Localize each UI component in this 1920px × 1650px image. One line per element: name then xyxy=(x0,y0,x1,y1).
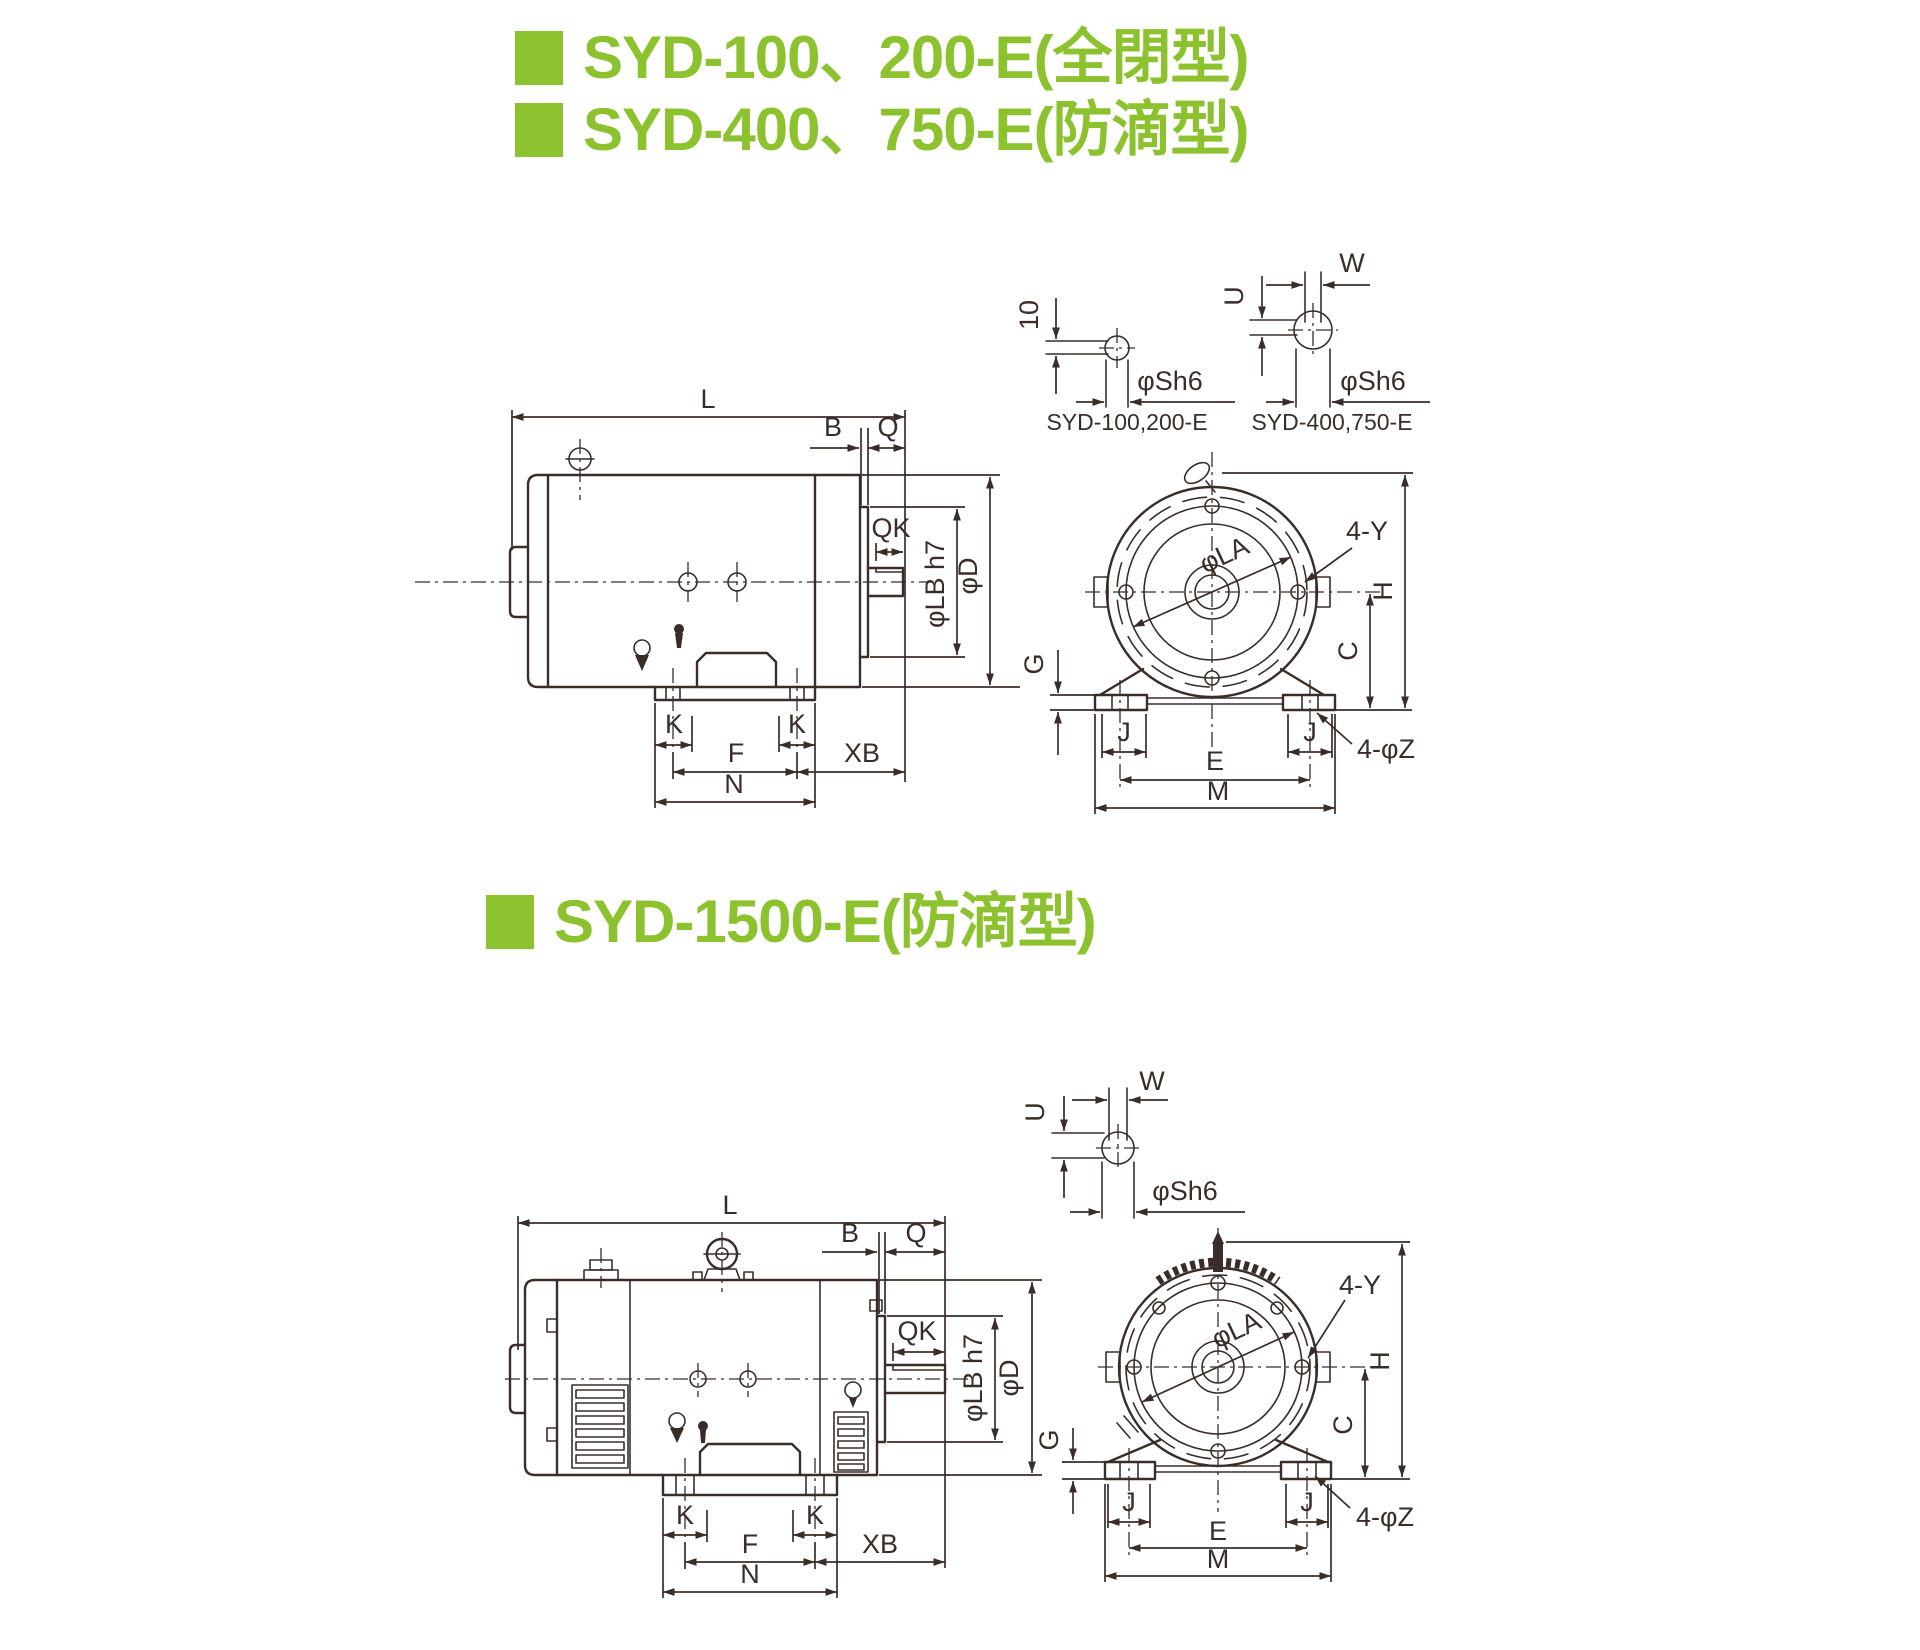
dim-label-K-left: K xyxy=(676,1500,694,1530)
dim-label-L: L xyxy=(700,384,715,414)
page-title: SYD-400、750-E(防滴型) xyxy=(583,96,1250,163)
dim-label-shaft-dia: φSh6 xyxy=(1137,366,1203,396)
shaft-detail-syd1500: U W φSh6 xyxy=(1020,1066,1245,1219)
dim-label-Q: Q xyxy=(905,1218,926,1248)
diagram-set-2: U W φSh6 xyxy=(505,1066,1414,1598)
dim-label-K-right: K xyxy=(806,1500,824,1530)
motor-body-outline xyxy=(555,1278,879,1477)
eye-bolt-icon xyxy=(1183,461,1211,485)
louver-panel xyxy=(833,1411,869,1473)
dim-label-F: F xyxy=(742,1529,759,1559)
dim-label-key-depth: U xyxy=(1020,1102,1050,1122)
bullet-square-icon xyxy=(515,103,563,157)
dim-label-E: E xyxy=(1209,1516,1227,1546)
motor-frame-circle xyxy=(1105,485,1319,699)
dim-label-G: G xyxy=(1019,653,1049,674)
dim-label-QK: QK xyxy=(871,513,910,543)
dim-label-4Z: 4-φZ xyxy=(1357,734,1415,764)
foot-pad xyxy=(1103,1460,1157,1481)
dim-label-G: G xyxy=(1034,1429,1064,1450)
dim-label-D: φD xyxy=(953,557,983,594)
dim-label-B: B xyxy=(824,412,842,442)
page-title: SYD-100、200-E(全閉型) xyxy=(583,24,1250,91)
shaft-caption: SYD-400,750-E xyxy=(1251,409,1412,435)
page-title: SYD-1500-E(防滴型) xyxy=(554,888,1097,955)
section-title-2: SYD-400、750-E(防滴型) xyxy=(515,96,1250,163)
dim-label-shaft-dia: φSh6 xyxy=(1340,366,1406,396)
dim-label-QK: QK xyxy=(897,1316,936,1346)
dim-label-XB: XB xyxy=(844,738,880,768)
dim-label-key-depth: U xyxy=(1219,286,1249,306)
dim-label-M: M xyxy=(1207,1544,1230,1574)
bullet-square-icon xyxy=(515,31,563,85)
shaft-outline xyxy=(866,566,905,598)
motor-side-view-2: L B Q QK φLB h7 φD K K F XB N xyxy=(505,1190,1042,1598)
dim-label-D: φD xyxy=(994,1359,1024,1396)
foot-pad xyxy=(1093,693,1149,712)
foot-outline xyxy=(661,1473,839,1497)
foot-pad xyxy=(1281,693,1337,712)
dim-label-4Y: 4-Y xyxy=(1339,1270,1381,1300)
foot-outline xyxy=(653,685,817,702)
section-title-3: SYD-1500-E(防滴型) xyxy=(486,888,1097,955)
shaft-detail-syd100-200: 10 φSh6 SYD-100,200-E xyxy=(1014,298,1235,435)
dim-label-J-left: J xyxy=(1117,717,1131,747)
dim-label-J-left: J xyxy=(1122,1487,1136,1517)
dim-label-M: M xyxy=(1207,776,1230,806)
dim-label-H: H xyxy=(1365,1351,1395,1371)
dim-label-N: N xyxy=(724,769,744,799)
dim-label-N: N xyxy=(740,1559,760,1589)
drain-plug-icon xyxy=(698,1421,708,1431)
dim-label-H: H xyxy=(1368,581,1398,601)
dim-label-J-right: J xyxy=(1303,717,1317,747)
shaft-caption: SYD-100,200-E xyxy=(1046,409,1207,435)
drain-plug-icon xyxy=(674,624,684,634)
dim-label-LB: φLB h7 xyxy=(920,540,950,628)
dim-label-flat: 10 xyxy=(1014,300,1044,330)
motor-front-view-2: φLA 4-Y H C G J J E M 4-φZ xyxy=(1034,1228,1414,1582)
motor-side-view-1: L B Q QK φLB h7 φD K K F XB N xyxy=(415,384,1020,808)
top-pin xyxy=(1213,1244,1223,1272)
dim-label-Q: Q xyxy=(877,412,898,442)
dim-label-L: L xyxy=(722,1190,737,1220)
dim-label-B: B xyxy=(841,1218,859,1248)
dim-label-LB: φLB h7 xyxy=(958,1334,988,1422)
shaft-detail-syd400-750: U W φSh6 SYD-400,750-E xyxy=(1219,248,1430,435)
section-title-1: SYD-100、200-E(全閉型) xyxy=(515,24,1250,91)
motor-body-outline xyxy=(546,473,817,689)
motor-front-view-1: φLA 4-Y H C G J J E M 4-φZ xyxy=(1019,452,1415,814)
dim-label-C: C xyxy=(1328,1415,1358,1435)
foot-pad xyxy=(1279,1460,1333,1481)
dim-label-K-right: K xyxy=(788,709,806,739)
dim-label-LA: φLA xyxy=(1195,531,1253,580)
dim-label-4Y: 4-Y xyxy=(1346,516,1388,546)
dim-label-4Z: 4-φZ xyxy=(1356,1502,1414,1532)
dim-label-C: C xyxy=(1333,641,1363,661)
dim-label-shaft-dia: φSh6 xyxy=(1152,1176,1218,1206)
grease-fitting-icon xyxy=(668,1412,686,1430)
dim-label-key-width: W xyxy=(1139,1066,1165,1096)
grease-fitting-icon xyxy=(633,639,651,657)
louver-panel xyxy=(571,1384,629,1469)
dim-label-K-left: K xyxy=(665,709,683,739)
dim-label-E: E xyxy=(1206,746,1224,776)
diagram-set-1: 10 φSh6 SYD-100,200-E xyxy=(415,248,1430,814)
bullet-square-icon xyxy=(486,895,534,949)
dim-label-J-right: J xyxy=(1300,1487,1314,1517)
dim-label-F: F xyxy=(728,738,745,768)
dim-label-key-width: W xyxy=(1339,248,1365,278)
dim-label-XB: XB xyxy=(862,1529,898,1559)
